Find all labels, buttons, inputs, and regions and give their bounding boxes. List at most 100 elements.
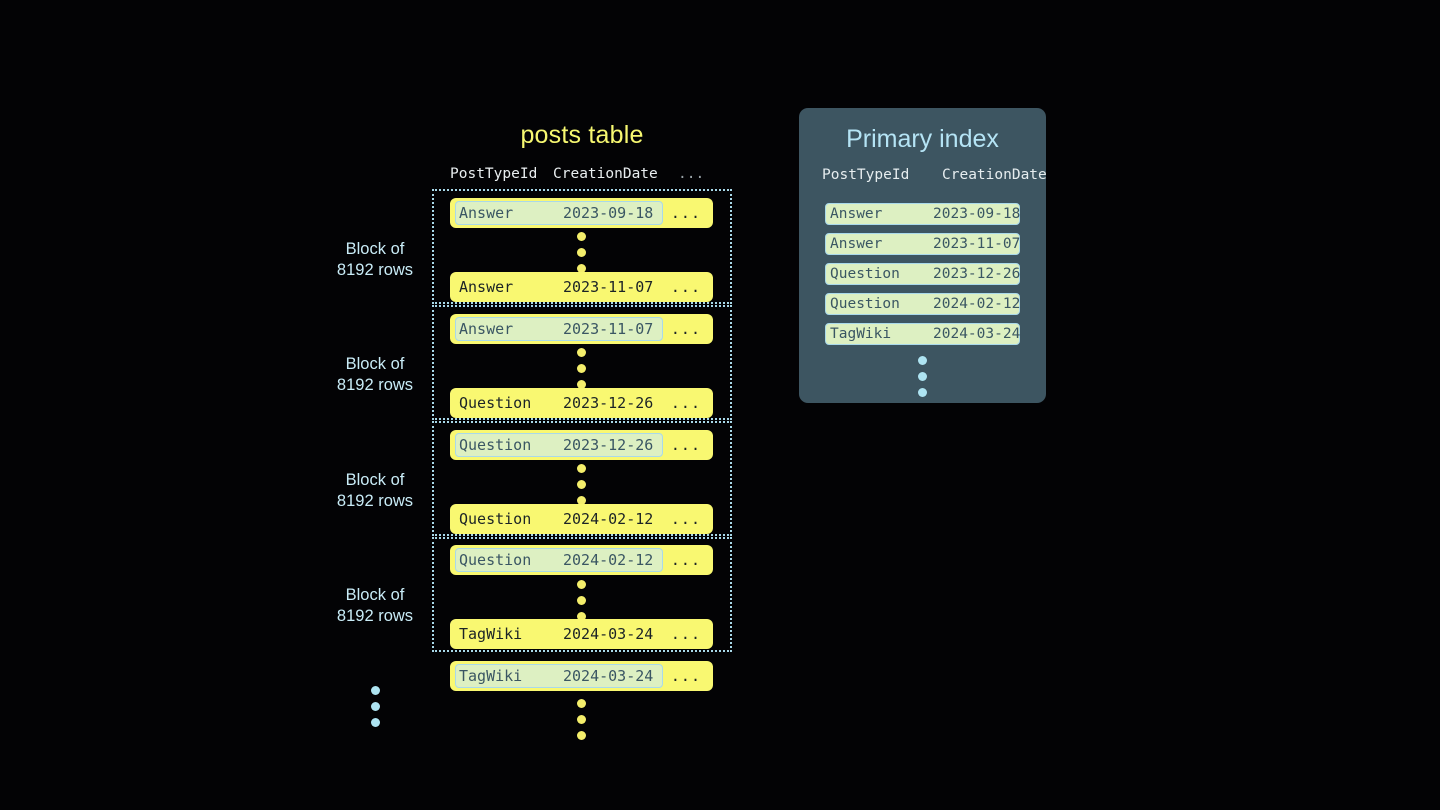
primary-index-panel: Primary index PostTypeId CreationDate An… bbox=[799, 108, 1047, 403]
dot bbox=[371, 686, 380, 695]
index-continuation-dots bbox=[918, 356, 927, 397]
dot bbox=[577, 364, 586, 373]
cell-creationdate: 2023-11-07 bbox=[563, 320, 654, 338]
dot bbox=[577, 264, 586, 273]
cell-creationdate: 2024-02-12 bbox=[563, 510, 654, 528]
index-row[interactable]: Question 2023-12-26 bbox=[825, 263, 1020, 285]
dot bbox=[918, 388, 927, 397]
index-cell-creationdate: 2024-02-12 bbox=[933, 296, 1021, 312]
index-row[interactable]: Answer 2023-11-07 bbox=[825, 233, 1020, 255]
posts-table-title: posts table bbox=[520, 121, 644, 149]
cell-creationdate: 2023-12-26 bbox=[563, 394, 654, 412]
cell-creationdate: 2023-09-18 bbox=[563, 204, 654, 222]
cell-posttypeid: Question bbox=[459, 394, 532, 412]
block-continuation-dots bbox=[371, 686, 380, 727]
row-cells: Question 2024-02-12 bbox=[455, 548, 663, 572]
cell-posttypeid: Answer bbox=[459, 204, 514, 222]
dot bbox=[918, 356, 927, 365]
index-column-header-posttypeid: PostTypeId bbox=[822, 167, 910, 183]
index-row[interactable]: TagWiki 2024-03-24 bbox=[825, 323, 1020, 345]
dot bbox=[577, 232, 586, 241]
dot bbox=[577, 596, 586, 605]
row-cells: Answer 2023-11-07 bbox=[455, 275, 663, 299]
block-1 bbox=[432, 189, 732, 304]
block-4-label: Block of 8192 rows bbox=[300, 585, 450, 627]
dot bbox=[371, 718, 380, 727]
block-4-label-line2: 8192 rows bbox=[336, 607, 414, 625]
cell-creationdate: 2023-11-07 bbox=[563, 278, 654, 296]
block-2-label-line2: 8192 rows bbox=[336, 376, 414, 394]
row-cells: TagWiki 2024-03-24 bbox=[455, 664, 663, 688]
index-cell-creationdate: 2023-12-26 bbox=[933, 266, 1021, 282]
table-row[interactable]: Question 2024-02-12 ... bbox=[450, 545, 713, 575]
dot bbox=[577, 715, 586, 724]
block-4 bbox=[432, 537, 732, 652]
block-1-label: Block of 8192 rows bbox=[300, 239, 450, 281]
row-cells: Question 2023-12-26 bbox=[455, 433, 663, 457]
dot bbox=[577, 612, 586, 621]
row-ellipsis: ... bbox=[670, 667, 701, 685]
block-3 bbox=[432, 421, 732, 536]
dot bbox=[577, 580, 586, 589]
row-gap-dots bbox=[577, 232, 586, 273]
dot bbox=[577, 731, 586, 740]
table-row[interactable]: Answer 2023-11-07 ... bbox=[450, 272, 713, 302]
cell-creationdate: 2024-03-24 bbox=[563, 625, 654, 643]
row-gap-dots bbox=[577, 580, 586, 621]
block-3-label: Block of 8192 rows bbox=[300, 470, 450, 512]
table-row[interactable]: TagWiki 2024-03-24 ... bbox=[450, 619, 713, 649]
block-2 bbox=[432, 305, 732, 420]
block-3-label-line1: Block of bbox=[345, 471, 405, 489]
table-row[interactable]: Answer 2023-09-18 ... bbox=[450, 198, 713, 228]
row-cells: Question 2023-12-26 bbox=[455, 391, 663, 415]
dot bbox=[918, 372, 927, 381]
block-2-label: Block of 8192 rows bbox=[300, 354, 450, 396]
index-cell-posttypeid: Answer bbox=[830, 206, 883, 222]
cell-posttypeid: Question bbox=[459, 510, 532, 528]
cell-posttypeid: Answer bbox=[459, 320, 514, 338]
table-row[interactable]: Question 2023-12-26 ... bbox=[450, 388, 713, 418]
row-gap-dots bbox=[577, 348, 586, 389]
dot bbox=[577, 464, 586, 473]
table-continuation-dots bbox=[577, 699, 586, 740]
cell-posttypeid: TagWiki bbox=[459, 667, 523, 685]
table-row-trailing[interactable]: TagWiki 2024-03-24 ... bbox=[450, 661, 713, 691]
row-ellipsis: ... bbox=[670, 510, 701, 528]
row-ellipsis: ... bbox=[670, 436, 701, 454]
block-1-label-line2: 8192 rows bbox=[336, 261, 414, 279]
dot bbox=[577, 380, 586, 389]
row-ellipsis: ... bbox=[670, 625, 701, 643]
block-3-label-line2: 8192 rows bbox=[336, 492, 414, 510]
dot bbox=[371, 702, 380, 711]
index-cell-posttypeid: Question bbox=[830, 266, 900, 282]
block-1-label-line1: Block of bbox=[345, 240, 405, 258]
block-2-label-line1: Block of bbox=[345, 355, 405, 373]
row-cells: Answer 2023-09-18 bbox=[455, 201, 663, 225]
cell-posttypeid: Question bbox=[459, 551, 532, 569]
column-header-posttypeid: PostTypeId bbox=[450, 166, 538, 182]
index-row[interactable]: Answer 2023-09-18 bbox=[825, 203, 1020, 225]
table-row[interactable]: Answer 2023-11-07 ... bbox=[450, 314, 713, 344]
table-row[interactable]: Question 2024-02-12 ... bbox=[450, 504, 713, 534]
row-ellipsis: ... bbox=[670, 394, 701, 412]
dot bbox=[577, 480, 586, 489]
cell-creationdate: 2024-02-12 bbox=[563, 551, 654, 569]
index-cell-posttypeid: TagWiki bbox=[830, 326, 892, 342]
dot bbox=[577, 348, 586, 357]
dot bbox=[577, 699, 586, 708]
primary-index-title: Primary index bbox=[846, 125, 999, 153]
row-cells: TagWiki 2024-03-24 bbox=[455, 622, 663, 646]
cell-creationdate: 2023-12-26 bbox=[563, 436, 654, 454]
cell-creationdate: 2024-03-24 bbox=[563, 667, 654, 685]
index-cell-posttypeid: Answer bbox=[830, 236, 883, 252]
row-gap-dots bbox=[577, 464, 586, 505]
column-header-creationdate: CreationDate bbox=[553, 166, 658, 182]
posts-table-column-headers: PostTypeId CreationDate ... bbox=[450, 166, 715, 186]
index-column-header-creationdate: CreationDate bbox=[942, 167, 1047, 183]
index-cell-creationdate: 2024-03-24 bbox=[933, 326, 1021, 342]
cell-posttypeid: TagWiki bbox=[459, 625, 523, 643]
cell-posttypeid: Question bbox=[459, 436, 532, 454]
table-row[interactable]: Question 2023-12-26 ... bbox=[450, 430, 713, 460]
index-row[interactable]: Question 2024-02-12 bbox=[825, 293, 1020, 315]
